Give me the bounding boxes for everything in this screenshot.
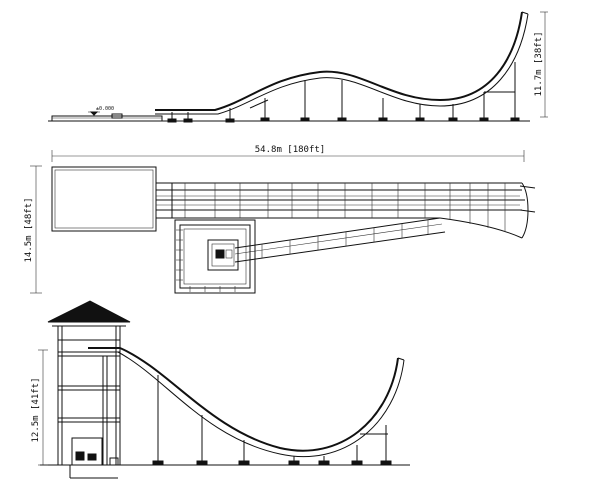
level-label: ±0.000 (96, 106, 114, 112)
pump-house (69, 437, 119, 479)
start-tub (207, 239, 239, 271)
slide-side-inner (90, 351, 405, 458)
slide-side-outer (88, 347, 399, 452)
plan-view: 54.8m [180ft] 14.5m [48ft] (24, 145, 536, 294)
length-dimension-label: 54.8m [180ft] (255, 145, 325, 155)
level-marker: ±0.000 (88, 106, 114, 116)
splash-pool (51, 115, 163, 122)
diagonal-ramp-plan (234, 217, 446, 263)
elevation-view-top: ±0.000 11.7m [38 (48, 11, 548, 123)
supports-side (152, 375, 392, 466)
pump-equipment (111, 113, 123, 119)
slide-channel-plan (156, 182, 536, 239)
length-dimension: 54.8m [180ft] (51, 145, 525, 162)
height-dimension-label: 11.7m [38ft] (534, 31, 544, 96)
width-dimension-label: 14.5m [48ft] (24, 197, 34, 262)
width-dimension: 14.5m [48ft] (24, 165, 42, 294)
tower-roof (47, 300, 131, 327)
slide-profile-outer (155, 11, 523, 111)
supports-top (167, 62, 520, 123)
side-height-dimension-label: 12.5m [41ft] (31, 377, 41, 442)
pool-plan (51, 166, 157, 232)
tower-platform-plan (174, 219, 256, 294)
elevation-view-side: 12.5m [41ft] (31, 300, 410, 479)
tower-frame (57, 326, 121, 465)
height-dimension-side: 12.5m [41ft] (31, 349, 48, 466)
slide-profile-inner (155, 13, 529, 115)
height-dimension-top: 11.7m [38ft] (534, 11, 548, 118)
